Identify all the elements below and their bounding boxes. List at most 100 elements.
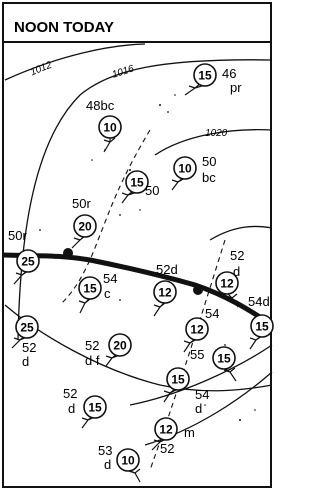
station-temperature: 50r xyxy=(72,196,91,211)
station-temperature: 54 xyxy=(195,387,209,402)
map-frame xyxy=(2,2,272,488)
station-sky-condition: d xyxy=(195,401,202,416)
station-wind-value: 12 xyxy=(220,277,234,291)
station-temperature: 52 xyxy=(85,338,99,353)
station-wind-value: 10 xyxy=(121,454,135,468)
station-circle xyxy=(153,280,177,304)
station-wind-value: 25 xyxy=(20,321,34,335)
station-circle xyxy=(125,170,149,194)
station-temperature: 52 xyxy=(63,386,77,401)
station-circle xyxy=(83,395,107,419)
station-circle xyxy=(250,314,274,338)
station-circle xyxy=(154,417,178,441)
station-temperature: 54 xyxy=(103,271,117,286)
station-wind-value: 15 xyxy=(217,352,231,366)
station-temperature: 48bc xyxy=(86,98,115,113)
station-temperature: 54d xyxy=(248,294,270,309)
station-wind-value: 15 xyxy=(198,69,212,83)
station-temperature: 50 xyxy=(202,154,216,169)
station-wind-value: 25 xyxy=(21,255,35,269)
station-sky-condition: d xyxy=(68,401,75,416)
station-s8: 12 52d xyxy=(153,262,178,317)
print-speckle xyxy=(39,94,261,421)
station-circle xyxy=(173,156,197,180)
station-wind-value: 12 xyxy=(159,423,173,437)
station-s9: 12 52d xyxy=(215,248,244,308)
station-wind-value: 12 xyxy=(190,323,204,337)
isobar-south-2 xyxy=(129,344,273,406)
station-temperature: 46 xyxy=(222,66,236,81)
station-temperature: 55 xyxy=(190,347,204,362)
station-sky-condition: d xyxy=(233,264,240,279)
station-s10: 15 54d xyxy=(248,294,274,350)
station-circle xyxy=(116,448,140,472)
low-center-west xyxy=(63,248,73,258)
isobar-1016 xyxy=(17,59,273,341)
station-circle xyxy=(193,63,217,87)
station-s7: 15 54c xyxy=(78,271,117,314)
station-wind-value: 15 xyxy=(130,176,144,190)
station-temperature: 52 xyxy=(230,248,244,263)
wind-barb xyxy=(71,235,86,249)
isobar-1020 xyxy=(154,129,273,156)
station-sky-condition: c xyxy=(104,286,111,301)
isobars xyxy=(4,43,273,446)
map-title: NOON TODAY xyxy=(14,19,114,36)
wind-barb xyxy=(249,335,263,350)
station-wind-value: 20 xyxy=(78,220,92,234)
station-temperature: 52d xyxy=(156,262,178,277)
station-s11: 25 52d xyxy=(11,315,39,369)
isobar-label-1020: 1020 xyxy=(205,128,228,139)
station-s16: 15 52d xyxy=(63,386,107,429)
station-s6: 25 50r xyxy=(8,228,40,285)
station-circle xyxy=(73,214,97,238)
station-s2: 10 48bc xyxy=(86,98,122,153)
station-wind-value: 15 xyxy=(171,373,185,387)
isobar-label-1016: 1016 xyxy=(111,63,136,80)
station-sky-condition: d xyxy=(104,457,111,472)
station-circle xyxy=(166,367,190,391)
station-s18: 10 53d xyxy=(98,443,141,483)
station-wind-value: 15 xyxy=(88,401,102,415)
wind-barb xyxy=(153,301,166,317)
wind-barb xyxy=(78,297,91,314)
station-circle xyxy=(16,249,40,273)
station-sky-condition: pr xyxy=(230,80,242,95)
station-circle xyxy=(98,115,122,139)
isobar-east xyxy=(209,225,273,241)
isobar-label-1012: 1012 xyxy=(29,60,54,79)
station-temperature: 50r xyxy=(8,228,27,243)
station-sky-condition: d xyxy=(22,354,29,369)
trough-lines xyxy=(59,129,226,471)
station-sky-condition: bc xyxy=(202,170,216,185)
isobar-1012 xyxy=(4,43,146,81)
station-temperature: 52 xyxy=(22,340,36,355)
station-circle xyxy=(212,346,236,370)
station-s5: 20 50r xyxy=(71,196,97,249)
station-sky-condition: d f xyxy=(85,353,100,368)
wind-barb xyxy=(171,177,186,191)
station-circle xyxy=(15,315,39,339)
isobar-south-1 xyxy=(4,304,273,392)
trough-east xyxy=(149,239,226,471)
station-wind-value: 15 xyxy=(83,282,97,296)
station-circle xyxy=(78,276,102,300)
station-wind-value: 15 xyxy=(255,320,269,334)
station-wind-value: 10 xyxy=(103,121,117,135)
station-s17: 12 52 m xyxy=(151,417,195,456)
station-s15: 15 54d xyxy=(163,367,209,416)
station-temperature: 52 xyxy=(160,441,174,456)
station-circle xyxy=(215,271,239,295)
station-temperature: 53 xyxy=(98,443,112,458)
station-circle xyxy=(108,333,132,357)
station-sky-condition: m xyxy=(184,425,195,440)
station-wind-value: 12 xyxy=(158,286,172,300)
